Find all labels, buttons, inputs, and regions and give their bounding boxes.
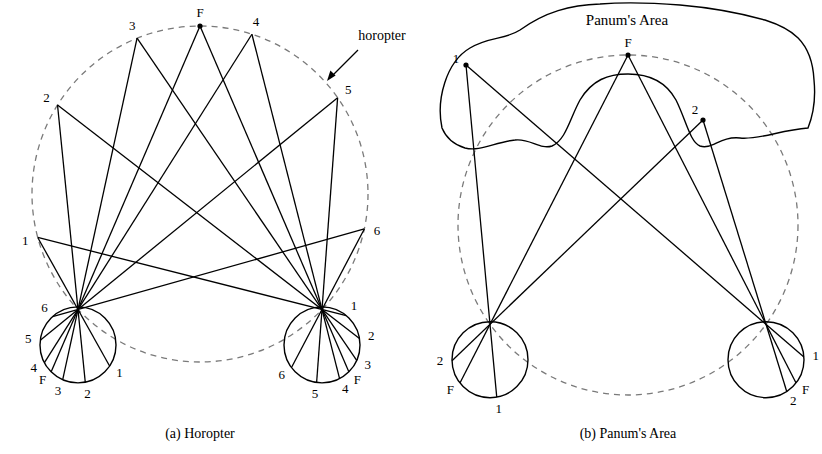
retina-label: 1 [813,349,820,363]
horopter-circle [32,26,368,362]
retina-label: 1 [351,299,358,313]
point-label: 2 [692,103,699,117]
panel-caption: (a) Horopter [165,426,235,441]
point-label: 2 [43,91,50,105]
panel-caption: (b) Panum's Area [580,426,677,441]
sight-line [58,105,360,338]
point-dot [700,117,705,122]
point-dot [463,62,468,67]
sight-line [53,229,365,317]
sight-line [460,55,628,383]
panums-area-region: Panum's Area [436,0,818,158]
retina-label: F [447,383,454,397]
point-dot [625,52,630,57]
retina-label: 4 [31,361,38,375]
retina-label: F [802,383,809,397]
sight-line [703,120,787,392]
point-label: 4 [253,15,260,29]
callout-label: horopter [358,28,405,43]
sight-line [38,237,110,366]
sight-line [466,65,804,357]
retina-label: 5 [25,332,32,346]
retina-label: 3 [55,384,62,398]
sight-line [466,65,497,397]
sight-line [200,26,349,372]
point-label: 1 [453,52,460,66]
arrow-head [327,71,336,81]
point-label: F [624,36,631,50]
point-label: 3 [129,19,136,33]
point-label: 1 [22,234,29,248]
sight-line [44,34,252,362]
retina-label: 1 [496,402,503,416]
retina-label: F [354,373,361,387]
point-label: F [196,6,203,20]
retina-label: 3 [364,358,371,372]
retina-label: 1 [116,366,123,380]
sight-line [63,38,137,379]
eye-circle [728,322,804,398]
retina-label: 5 [312,387,319,401]
point-label: 5 [345,83,352,97]
retina-label: 2 [368,329,375,343]
fixation-dot [197,23,202,28]
point-label: 6 [374,224,381,238]
retina-label: F [39,373,46,387]
retina-label: 2 [437,354,444,368]
sight-line [40,98,337,341]
pointer-line [331,50,358,77]
retina-label: 6 [41,301,48,315]
sight-line [628,55,796,383]
retina-label: 4 [342,382,349,396]
sight-line [252,34,340,378]
retina-label: 2 [790,394,797,408]
sight-line [452,120,703,361]
region-title: Panum's Area [436,0,818,29]
sight-line [51,26,200,372]
sight-line [317,98,338,383]
horopter-circle [458,55,798,395]
retina-label: 2 [84,387,91,401]
eye-circle [452,322,528,398]
sight-line [291,229,364,368]
retina-label: 6 [279,368,286,382]
